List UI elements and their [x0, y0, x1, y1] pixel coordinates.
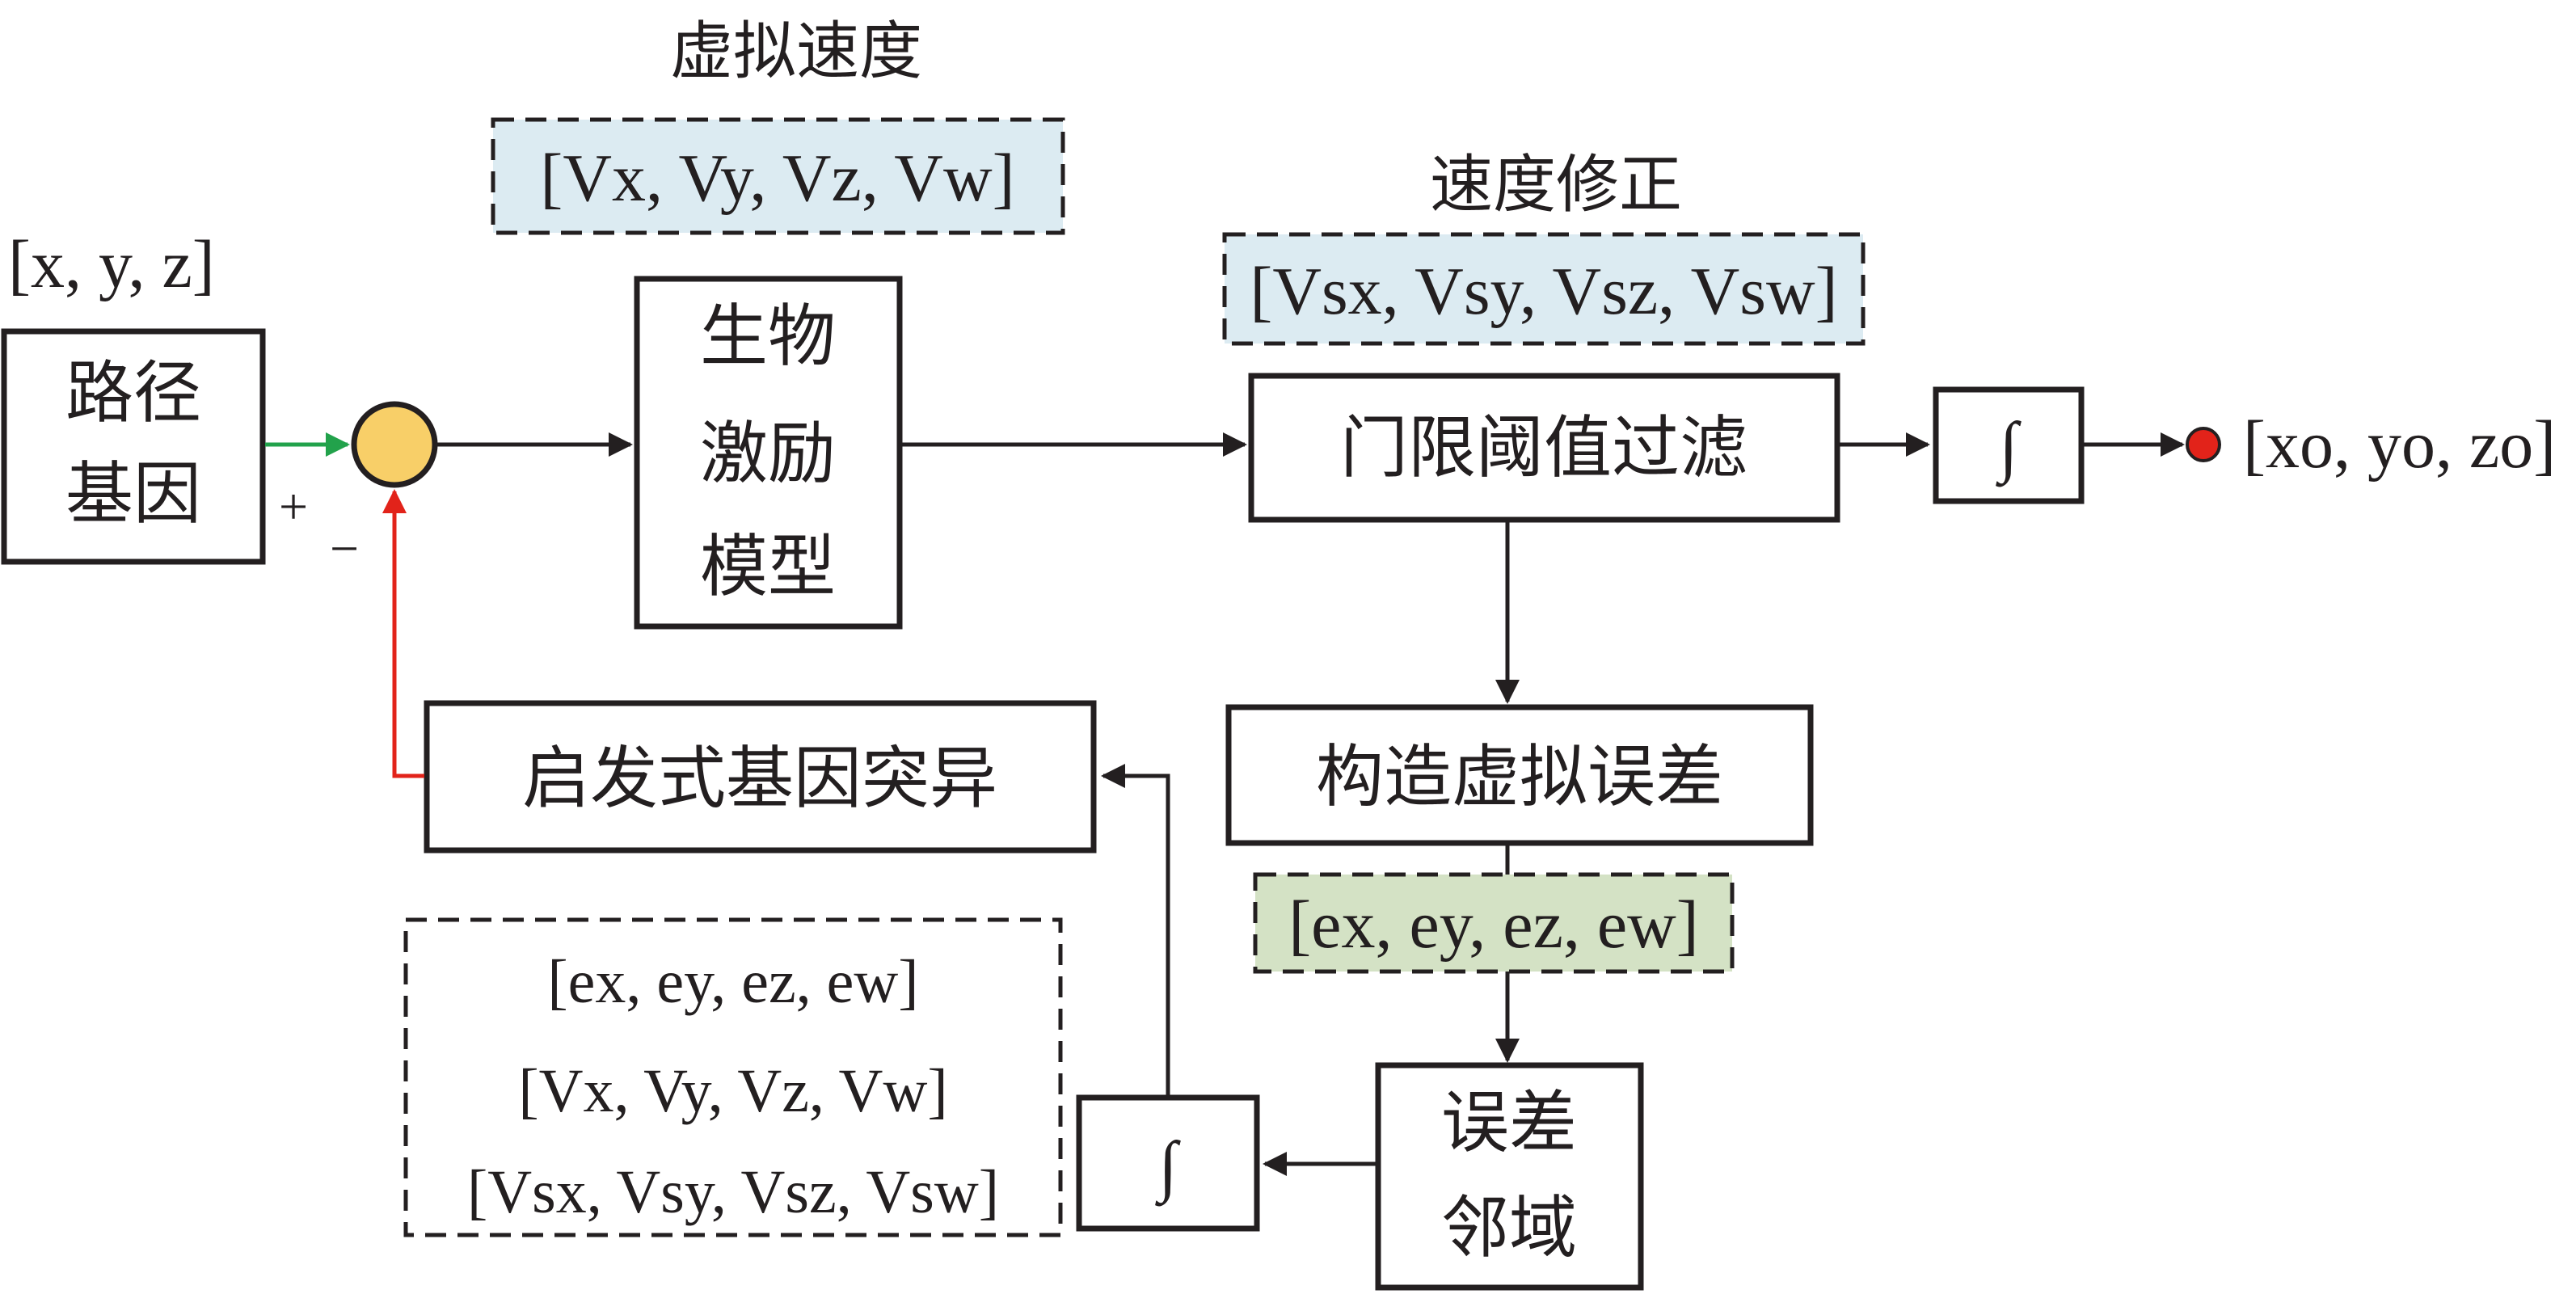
error-vector-box [1253, 872, 1735, 974]
virtual-speed-title: 虚拟速度 [670, 15, 922, 88]
path-gene-box [1, 328, 266, 565]
bio-model-label-3: 模型 [700, 527, 836, 606]
error-neighborhood-label-1: 误差 [1441, 1083, 1577, 1162]
output-dot [2186, 427, 2221, 462]
state-list-item-3: [Vsx, Vsy, Vsz, Vsw] [467, 1158, 999, 1226]
state-list-box [403, 917, 1063, 1237]
error-neighborhood-label-2: 邻域 [1441, 1188, 1577, 1267]
output-integrator-box [1933, 386, 2085, 504]
heuristic-mutation-label: 启发式基因突异 [522, 739, 997, 818]
sum-plus-sign: + [279, 478, 308, 535]
error-neighborhood-box [1375, 1062, 1644, 1291]
feedback-integrator-box [1076, 1094, 1260, 1232]
path-gene-label-2: 基因 [65, 454, 201, 533]
summing-junction [351, 401, 438, 488]
bio-model-box [634, 276, 903, 630]
output-integrator-symbol: ∫ [1995, 409, 2022, 487]
bio-model-label-1: 生物 [700, 297, 836, 376]
speed-correction-box [1222, 232, 1866, 346]
virtual-error-box [1225, 704, 1814, 846]
virtual-speed-vector: [Vx, Vy, Vz, Vw] [540, 141, 1014, 216]
state-list-item-2: [Vx, Vy, Vz, Vw] [518, 1057, 947, 1125]
threshold-filter-box [1248, 373, 1840, 523]
state-list-item-1: [ex, ey, ez, ew] [547, 948, 918, 1016]
arrow-integrator-to-mutation [1101, 764, 1170, 1095]
virtual-error-label: 构造虚拟误差 [1316, 737, 1723, 816]
speed-correction-title: 速度修正 [1430, 149, 1682, 221]
heuristic-mutation-box [424, 700, 1097, 854]
error-vector: [ex, ey, ez, ew] [1288, 887, 1699, 963]
speed-correction-vector: [Vsx, Vsy, Vsz, Vsw] [1250, 254, 1837, 329]
feedback-arrow [382, 489, 424, 778]
output-vector: [xo, yo, zo] [2243, 407, 2556, 483]
sum-minus-sign: − [330, 520, 359, 577]
threshold-filter-label: 门限阈值过滤 [1340, 408, 1748, 487]
virtual-speed-box [491, 117, 1065, 235]
path-gene-label-1: 路径 [65, 353, 201, 432]
bio-model-label-2: 激励 [700, 414, 836, 493]
path-input-vector: [x, y, z] [8, 227, 215, 302]
feedback-integrator-symbol: ∫ [1154, 1128, 1181, 1207]
